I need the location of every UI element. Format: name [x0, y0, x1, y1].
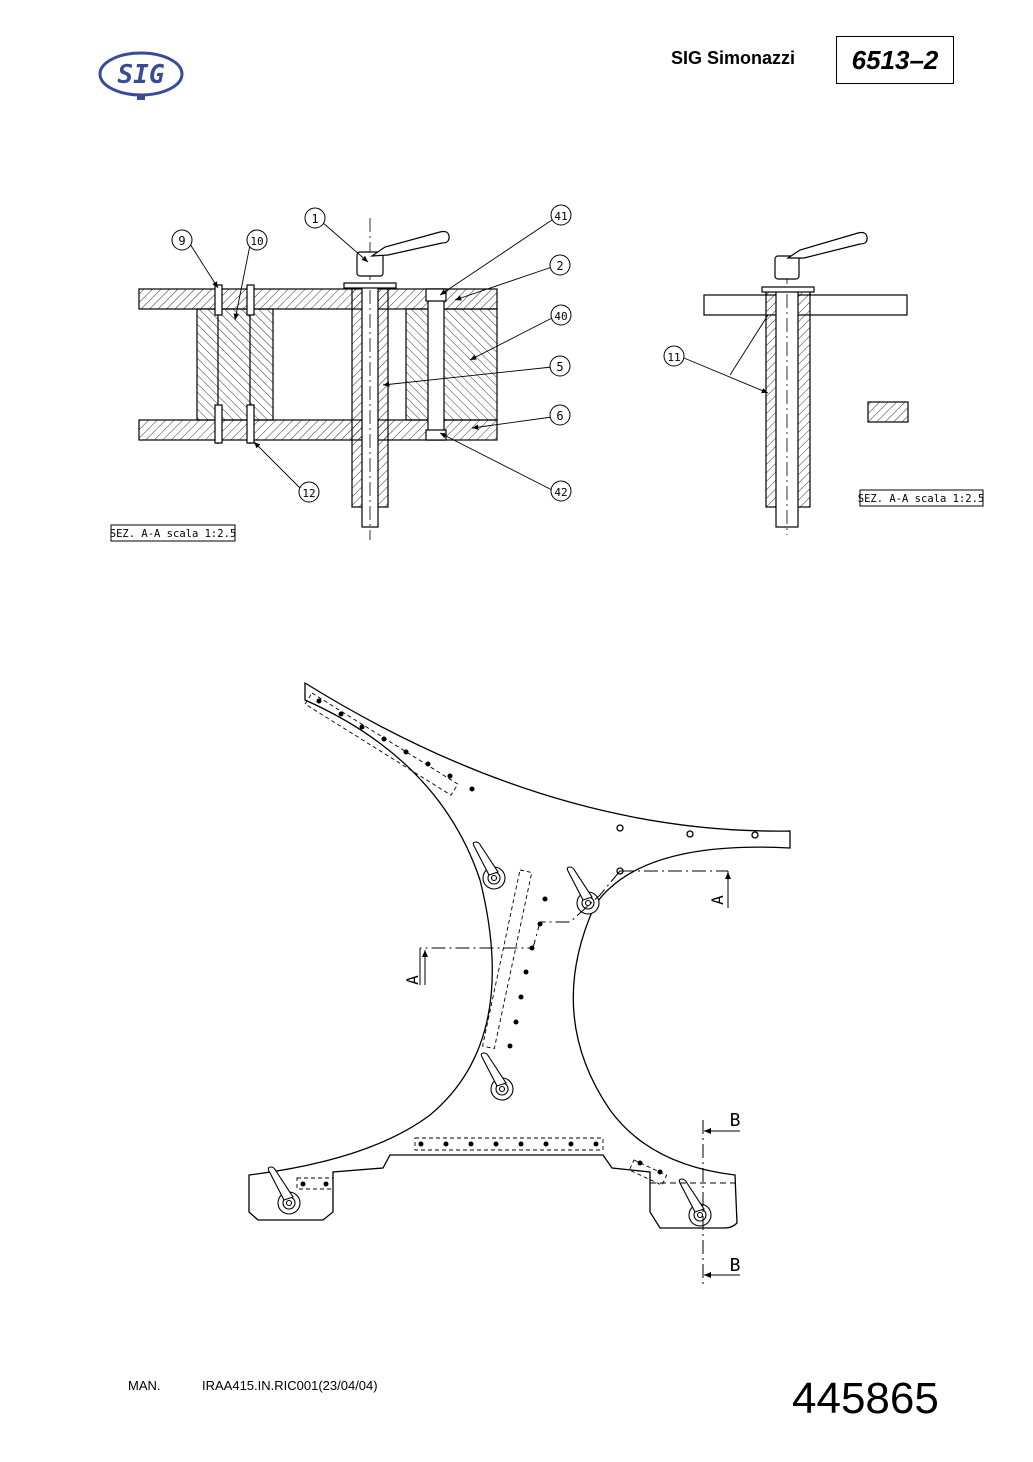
- plan-levers: [267, 841, 712, 1227]
- svg-text:A: A: [403, 975, 422, 985]
- svg-text:40: 40: [554, 310, 567, 323]
- svg-text:B: B: [730, 1255, 741, 1276]
- right-section-view: [703, 231, 909, 535]
- svg-text:A: A: [708, 895, 727, 905]
- section-label-right: SEZ. A-A scala 1:2.5: [858, 489, 984, 507]
- svg-text:5: 5: [556, 360, 563, 374]
- svg-text:1: 1: [311, 212, 318, 226]
- callout-leaders: [189, 219, 769, 491]
- view-marker-b-top: B: [730, 1110, 741, 1131]
- svg-text:6: 6: [556, 409, 563, 423]
- callout-42: 42: [550, 480, 572, 502]
- svg-text:B: B: [730, 1110, 741, 1131]
- page-number: 445865: [792, 1374, 939, 1423]
- callout-11: 11: [663, 345, 685, 367]
- footer-code: IRAA415.IN.RIC001(23/04/04): [202, 1378, 378, 1393]
- callout-41: 41: [550, 204, 572, 226]
- sig-logo: SIG: [98, 51, 184, 100]
- company-name: SIG Simonazzi: [671, 48, 796, 68]
- svg-text:41: 41: [554, 210, 567, 223]
- callout-9: 9: [171, 229, 193, 251]
- svg-text:10: 10: [250, 235, 263, 248]
- logo-text: SIG: [118, 60, 165, 90]
- svg-text:SEZ. A-A scala 1:2.5: SEZ. A-A scala 1:2.5: [110, 528, 236, 540]
- callout-40: 40: [550, 304, 572, 326]
- svg-text:11: 11: [667, 351, 680, 364]
- svg-text:2: 2: [556, 259, 563, 273]
- callout-1: 1: [304, 207, 326, 229]
- footer-label: MAN.: [128, 1378, 161, 1393]
- section-label-left: SEZ. A-A scala 1:2.5: [110, 524, 236, 542]
- callout-2: 2: [549, 254, 571, 276]
- svg-text:SEZ. A-A scala 1:2.5: SEZ. A-A scala 1:2.5: [858, 493, 984, 505]
- callout-6: 6: [549, 404, 571, 426]
- left-section-view: [138, 218, 498, 540]
- plan-view-plate: [248, 681, 791, 1229]
- view-marker-a-left: A: [403, 975, 422, 985]
- section-cut-lines: [419, 870, 740, 1285]
- svg-text:12: 12: [302, 487, 315, 500]
- svg-text:9: 9: [178, 234, 185, 248]
- view-marker-a-right: A: [708, 895, 727, 905]
- callout-5: 5: [549, 355, 571, 377]
- callout-10: 10: [246, 229, 268, 251]
- view-marker-b-bottom: B: [730, 1255, 741, 1276]
- callout-12: 12: [298, 481, 320, 503]
- svg-text:42: 42: [554, 486, 567, 499]
- document-code: 6513–2: [836, 36, 954, 84]
